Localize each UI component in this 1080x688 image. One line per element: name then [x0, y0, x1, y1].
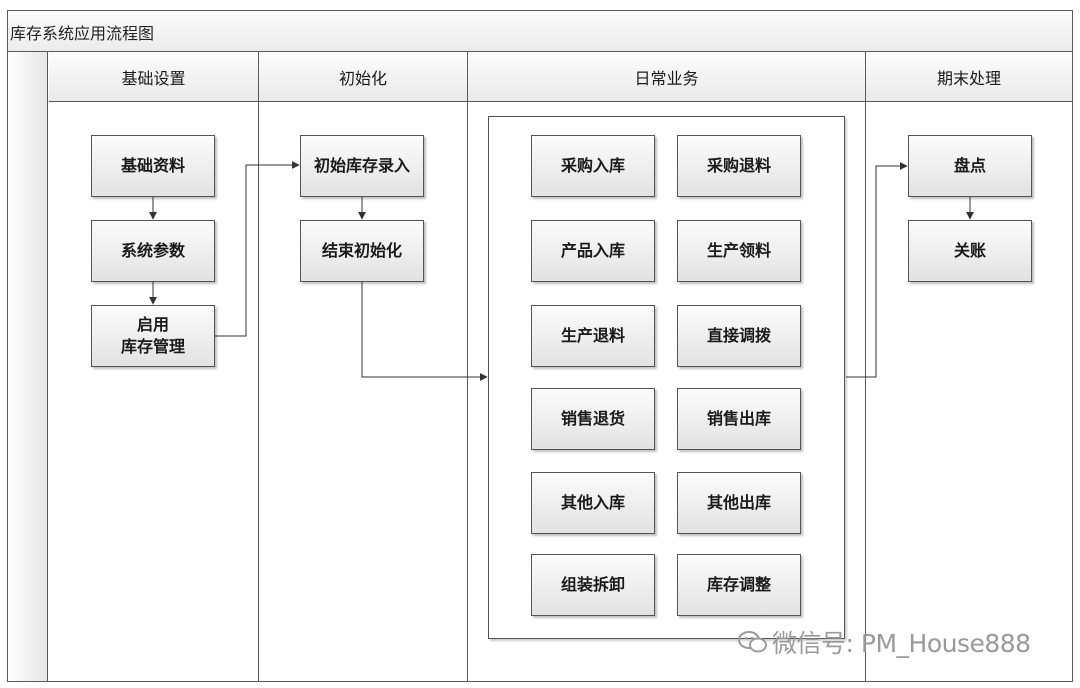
node-purchase-return[interactable]: 采购退料 [677, 135, 801, 197]
node-system-params[interactable]: 系统参数 [91, 220, 215, 282]
node-sales-return[interactable]: 销售退货 [531, 388, 655, 450]
arrow-init-to-daily [361, 282, 488, 381]
lane-divider [467, 52, 468, 681]
node-production-issue[interactable]: 生产领料 [677, 220, 801, 282]
lane-header-init: 初始化 [259, 52, 467, 102]
node-stock-adjust[interactable]: 库存调整 [677, 554, 801, 616]
lane-header-daily: 日常业务 [468, 52, 865, 102]
node-end-initialization[interactable]: 结束初始化 [300, 220, 424, 282]
lane-header-period: 期末处理 [866, 52, 1072, 102]
watermark-text: 微信号: PM_House888 [772, 629, 1031, 658]
left-strip [8, 52, 48, 681]
arrow-enable-to-init [215, 161, 300, 337]
daily-business-group [488, 116, 845, 639]
lane-divider [258, 52, 259, 681]
node-production-return[interactable]: 生产退料 [531, 305, 655, 367]
node-initial-stock-entry[interactable]: 初始库存录入 [300, 135, 424, 197]
wechat-icon [738, 630, 768, 660]
title-bar [7, 10, 1073, 52]
node-purchase-in[interactable]: 采购入库 [531, 135, 655, 197]
node-close-period[interactable]: 关账 [908, 220, 1032, 282]
node-assembly[interactable]: 组装拆卸 [531, 554, 655, 616]
node-other-in[interactable]: 其他入库 [531, 472, 655, 534]
watermark: 微信号: PM_House888 [738, 624, 1031, 660]
node-sales-out[interactable]: 销售出库 [677, 388, 801, 450]
diagram-title: 库存系统应用流程图 [10, 24, 155, 43]
node-other-out[interactable]: 其他出库 [677, 472, 801, 534]
lane-divider [865, 52, 866, 681]
node-direct-transfer[interactable]: 直接调拨 [677, 305, 801, 367]
arrow-daily-to-period [846, 162, 908, 378]
node-basic-data[interactable]: 基础资料 [91, 135, 215, 197]
node-enable-inventory[interactable]: 启用 库存管理 [91, 305, 215, 367]
lane-header-basic: 基础设置 [49, 52, 258, 102]
node-product-in[interactable]: 产品入库 [531, 220, 655, 282]
node-stocktake[interactable]: 盘点 [908, 135, 1032, 197]
